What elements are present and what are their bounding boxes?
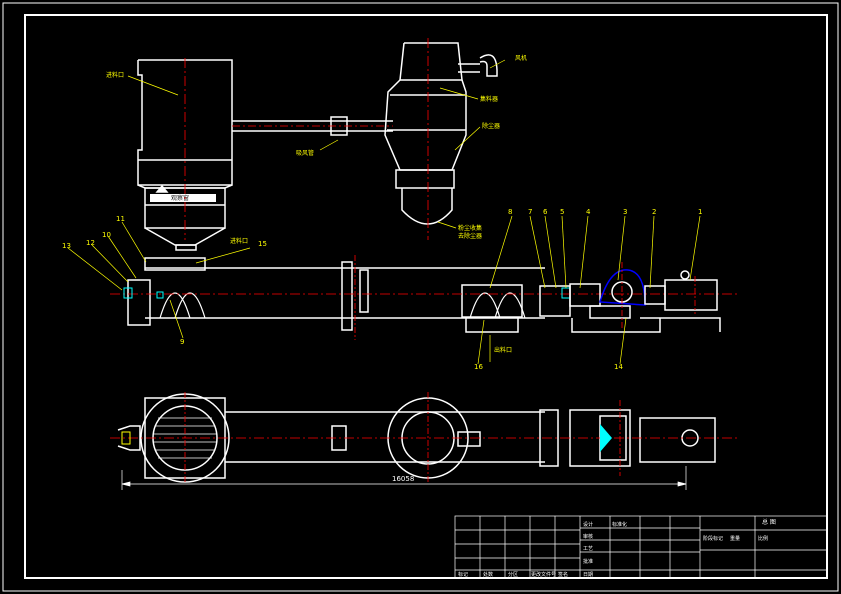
plan-end-part xyxy=(121,431,131,445)
dust-leader xyxy=(437,221,457,229)
tb-design: 设计 xyxy=(583,521,593,528)
bag-filter-label: 除尘器 xyxy=(482,122,500,130)
part-number-7: 7 xyxy=(528,208,532,216)
tb-weight: 重量 xyxy=(730,535,740,542)
part-number-5: 5 xyxy=(560,208,564,216)
drive-unit xyxy=(569,269,721,333)
part-number-8: 8 xyxy=(508,208,512,216)
tb-date: 日期 xyxy=(583,572,593,578)
bag-filter xyxy=(384,42,498,225)
tb-change: 更改文件号 xyxy=(531,571,556,578)
tb-standard: 标准化 xyxy=(612,521,627,528)
part-number-2: 2 xyxy=(652,208,656,216)
overall-dimension xyxy=(121,466,687,490)
part-number-11: 11 xyxy=(116,215,125,223)
conveyor-tube xyxy=(127,257,571,333)
part-number-4: 4 xyxy=(586,208,591,216)
part-number-6: 6 xyxy=(543,208,548,216)
part-number-10: 10 xyxy=(102,231,111,239)
screw-flights xyxy=(159,292,526,319)
discharge-outlet-label: 出料口 xyxy=(494,346,512,354)
part-number-3: 3 xyxy=(623,208,627,216)
tb-scale: 比例 xyxy=(758,535,768,542)
end-seal xyxy=(156,291,164,299)
feed-inlet-leader xyxy=(195,247,251,264)
tb-zone: 分区 xyxy=(508,571,518,578)
part-number-1: 1 xyxy=(698,208,702,216)
part-number-12: 12 xyxy=(86,239,95,247)
filter-leader xyxy=(454,126,481,151)
inlet-leader xyxy=(127,75,179,96)
part-leaders xyxy=(67,215,701,365)
suction-leader xyxy=(319,139,339,151)
suction-pipe-label: 吸风管 xyxy=(296,149,314,157)
tb-process: 工艺 xyxy=(583,546,593,552)
tb-mark: 标记 xyxy=(458,571,468,578)
part-number-15: 15 xyxy=(258,240,267,248)
title-block xyxy=(454,515,828,579)
feed-inlet-label: 进料口 xyxy=(230,237,248,245)
drive-bearing xyxy=(561,287,571,299)
hopper-plate-label: 观察窗 xyxy=(171,194,189,202)
dimension-value: 16058 xyxy=(392,475,414,483)
tb-check: 审核 xyxy=(583,533,593,540)
tb-sign: 签名 xyxy=(558,571,568,578)
dust-outlet-label: 粉尘收集 xyxy=(458,224,482,232)
plan-coupling xyxy=(600,424,612,452)
part-number-13: 13 xyxy=(62,242,71,250)
dust-outlet-label-2: 去除尘器 xyxy=(458,232,482,240)
end-bearing xyxy=(123,287,133,299)
fan-label: 风机 xyxy=(515,54,527,62)
screen-grid xyxy=(154,417,216,459)
hopper-plate xyxy=(150,194,216,202)
cyclone-leader xyxy=(439,87,479,100)
inlet-top-label: 进料口 xyxy=(106,71,124,79)
part-number-14: 14 xyxy=(614,363,623,371)
part-number-16: 16 xyxy=(474,363,483,371)
tb-count: 处数 xyxy=(483,571,493,578)
drawing-frame xyxy=(24,14,828,579)
drawing-name: 总 图 xyxy=(762,518,776,526)
tb-approve: 批准 xyxy=(583,558,593,565)
fan-leader xyxy=(489,59,506,69)
cyclone-label: 集料器 xyxy=(480,95,498,103)
tb-stage: 阶段标记 xyxy=(703,535,723,542)
part-number-9: 9 xyxy=(180,338,184,346)
